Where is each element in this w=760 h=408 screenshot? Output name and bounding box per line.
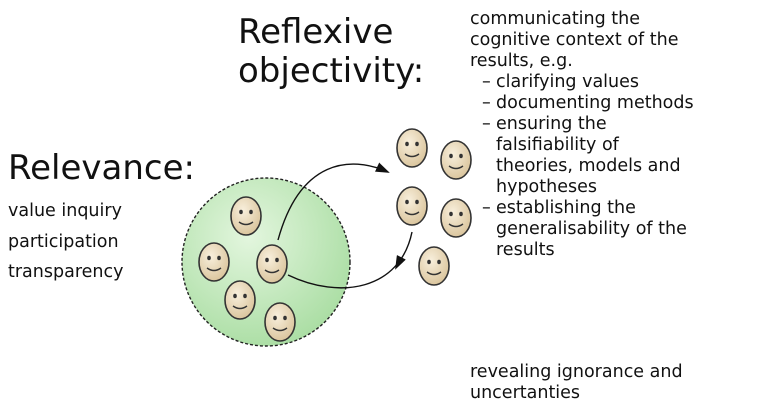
intro-line: cognitive context of the	[470, 30, 679, 50]
dash-bullet: –	[482, 72, 491, 92]
smiley-face-icon	[396, 128, 428, 168]
relevance-title: Relevance:	[8, 148, 195, 188]
dash-bullet: –	[482, 198, 491, 218]
list-item-text: ensuring the falsifiability of theories,…	[496, 114, 681, 197]
smiley-face-icon	[264, 302, 296, 342]
outro-line: revealing ignorance and	[470, 362, 683, 382]
arrow-outward-icon	[277, 162, 390, 241]
list-item-text: documenting methods	[496, 93, 694, 113]
list-item: – establishing the generalisability of t…	[482, 198, 694, 261]
outro-line: uncertanties	[470, 383, 581, 403]
dash-bullet: –	[482, 93, 491, 113]
smiley-face-icon	[440, 198, 472, 238]
list-item: – documenting methods	[482, 93, 694, 114]
list-item-text: establishing the generalisability of the…	[496, 198, 687, 260]
right-text-panel: communicating the cognitive context of t…	[470, 9, 694, 261]
reflexive-title-line2: objectivity:	[238, 51, 425, 91]
intro-line: communicating the	[470, 9, 641, 29]
reflexive-title-line1: Reflexive	[238, 12, 394, 52]
examples-list: – clarifying values – documenting method…	[482, 72, 694, 261]
smiley-face-icon	[396, 186, 428, 226]
relevance-item: value inquiry	[8, 201, 122, 221]
relevance-item: transparency	[8, 262, 124, 282]
list-item-text: clarifying values	[496, 72, 640, 92]
smiley-face-icon	[198, 242, 230, 282]
smiley-face-icon	[224, 280, 256, 320]
smiley-face-icon	[230, 196, 262, 236]
intro-line: results, e.g.	[470, 51, 573, 71]
arrow-inward-icon	[287, 231, 413, 289]
relevance-item: participation	[8, 232, 119, 252]
smiley-face-icon	[256, 244, 288, 284]
list-item: – clarifying values	[482, 72, 694, 93]
dash-bullet: –	[482, 114, 491, 134]
list-item: – ensuring the falsifiability of theorie…	[482, 114, 694, 198]
smiley-face-icon	[418, 246, 450, 286]
smiley-face-icon	[440, 140, 472, 180]
